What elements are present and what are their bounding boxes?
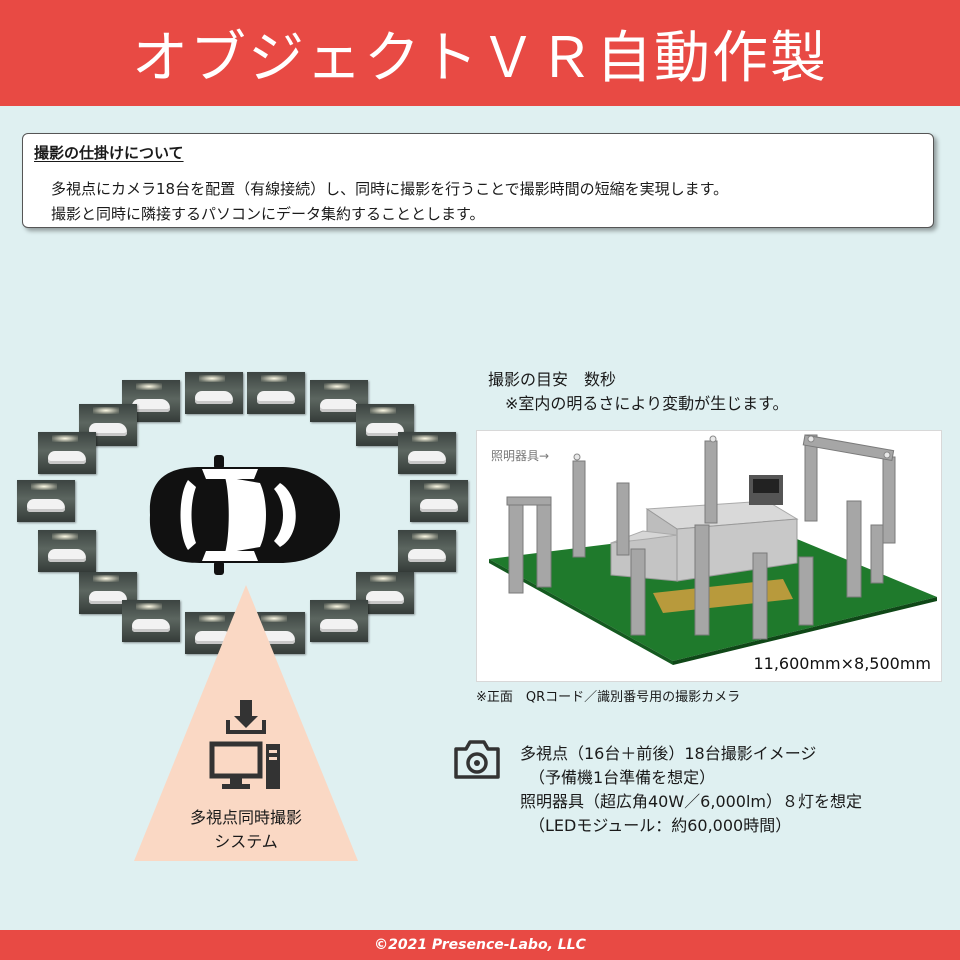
camera-thumbnail (122, 600, 180, 642)
camera-thumbnail (310, 600, 368, 642)
system-label-line-1: 多視点同時撮影 (189, 808, 302, 827)
camera-thumbnail (410, 480, 468, 522)
camera-thumbnail (356, 572, 414, 614)
desktop-computer-icon (209, 741, 280, 789)
camera-thumbnail (398, 530, 456, 572)
footer-banner: ©2021 Presence-Labo, LLC (0, 930, 960, 960)
camera-icon (454, 740, 500, 779)
spec-line-4: （LEDモジュール：約60,000時間） (529, 816, 792, 835)
info-line-2: 撮影と同時に隣接するパソコンにデータ集約することとします。 (51, 205, 485, 223)
camera-thumbnail (185, 372, 243, 414)
brightness-note: ※室内の明るさにより変動が生じます。 (505, 394, 789, 413)
camera-thumbnail (17, 480, 75, 522)
camera-thumbnail (247, 372, 305, 414)
studio-layout-render: 照明器具→ 11,600mm×8,500mm (476, 430, 942, 682)
system-label-line-2: システム (214, 832, 278, 851)
system-label: 多視点同時撮影 システム (150, 806, 342, 854)
spec-line-3: 照明器具（超広角40W／6,000lm）８灯を想定 (520, 792, 863, 811)
capture-time-guide: 撮影の目安 数秒 (488, 370, 617, 389)
studio-render-graphic (489, 434, 937, 665)
studio-dimensions: 11,600mm×8,500mm (753, 654, 931, 673)
page-title-banner: オブジェクトＶＲ自動作製 (0, 0, 960, 106)
spec-line-2: （予備機1台準備を想定） (529, 768, 716, 787)
car-top-view-icon (149, 455, 340, 575)
info-title: 撮影の仕掛けについて (34, 144, 184, 162)
info-line-1: 多視点にカメラ18台を配置（有線接続）し、同時に撮影を行うことで撮影時間の短縮を… (51, 180, 729, 198)
camera-thumbnail (79, 572, 137, 614)
camera-thumbnail (356, 404, 414, 446)
camera-thumbnail (38, 530, 96, 572)
download-arrow-icon (226, 700, 266, 734)
camera-thumbnail (38, 432, 96, 474)
lamp-label: 照明器具→ (491, 449, 550, 463)
spec-line-1: 多視点（16台＋前後）18台撮影イメージ (520, 744, 817, 763)
page-title: オブジェクトＶＲ自動作製 (132, 25, 828, 91)
download-computer-icon (209, 700, 280, 789)
front-camera-note: ※正面 QRコード／識別番号用の撮影カメラ (476, 690, 741, 705)
info-box: 撮影の仕掛けについて 多視点にカメラ18台を配置（有線接続）し、同時に撮影を行う… (22, 133, 934, 228)
camera-thumbnail (398, 432, 456, 474)
copyright-text: ©2021 Presence-Labo, LLC (374, 937, 586, 953)
camera-thumbnail (79, 404, 137, 446)
